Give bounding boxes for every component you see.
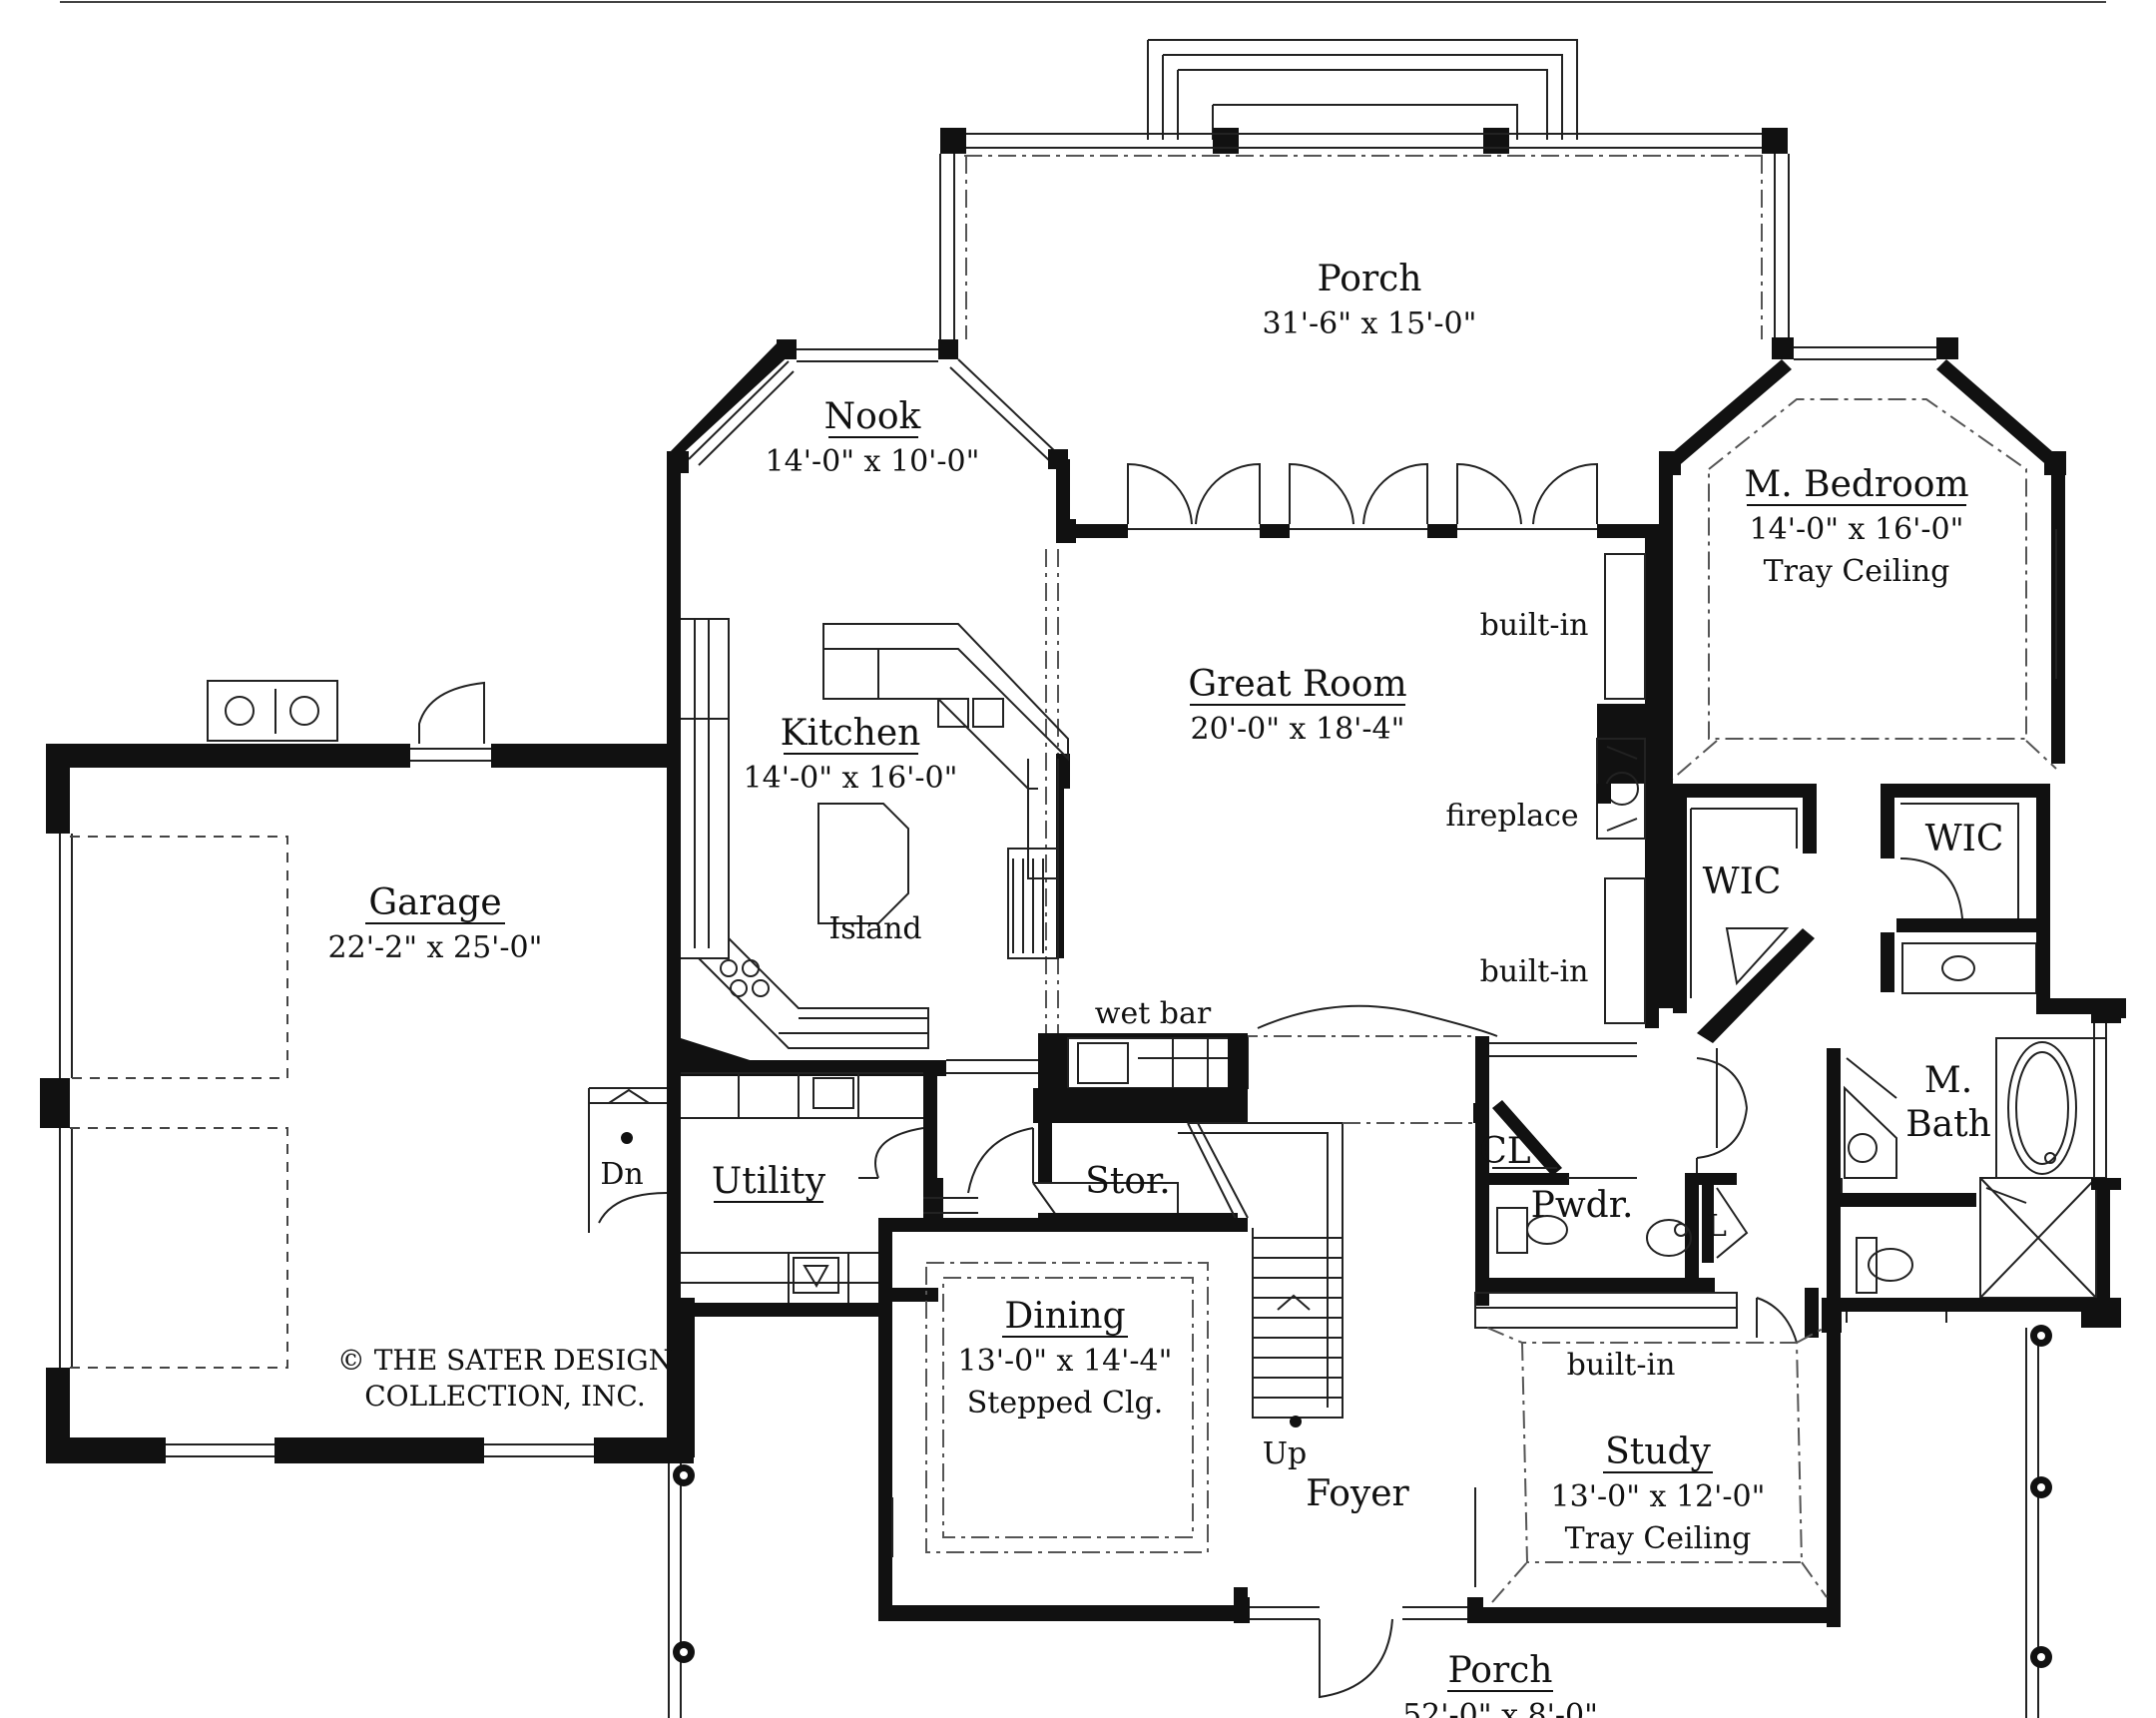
stairs-down-label: Dn <box>600 1157 643 1192</box>
kitchen-counters <box>681 618 1069 1049</box>
rear-porch-dim: 31'-6" x 15'-0" <box>1263 306 1477 341</box>
copyright-line1: © THE SATER DESIGN <box>337 1344 673 1377</box>
garage-walls <box>40 680 695 1463</box>
dining-dim: 13'-0" x 14'-4" <box>958 1344 1173 1379</box>
study-name: Study <box>1605 1432 1711 1472</box>
master-bath-name-line2: Bath <box>1905 1104 1991 1145</box>
built-in-bottom-label: built-in <box>1480 954 1589 989</box>
great-room-name: Great Room <box>1188 664 1406 705</box>
kitchen-name: Kitchen <box>781 713 921 754</box>
master-bedroom-note: Tray Ceiling <box>1764 554 1950 589</box>
copyright-line2: COLLECTION, INC. <box>364 1380 646 1413</box>
master-bath-name-line1: M. <box>1924 1060 1972 1101</box>
linen-name: L <box>1707 1209 1727 1244</box>
kitchen-dim: 14'-0" x 16'-0" <box>744 761 958 796</box>
built-in-top-label: built-in <box>1480 608 1589 643</box>
master-bedroom-name: M. Bedroom <box>1744 464 1968 505</box>
foyer-entry <box>1234 1597 1483 1699</box>
front-porch-name: Porch <box>1448 1650 1553 1691</box>
dining-name: Dining <box>1004 1296 1125 1337</box>
great-room-walls <box>1068 462 1659 1037</box>
study-note: Tray Ceiling <box>1565 1521 1752 1556</box>
utility-name: Utility <box>712 1161 826 1202</box>
wet-bar-label: wet bar <box>1095 996 1212 1031</box>
closet-name: CL <box>1479 1131 1531 1172</box>
hall-powder-walls <box>1473 1036 1749 1306</box>
rear-porch-structure <box>939 39 1790 339</box>
staircase <box>1178 1122 1475 1428</box>
front-porch-structure <box>668 1325 2052 1718</box>
garage-dim: 22'-2" x 25'-0" <box>328 930 543 965</box>
great-room-dim: 20'-0" x 18'-4" <box>1191 712 1405 747</box>
built-in-study-label: built-in <box>1567 1348 1676 1383</box>
foyer-name: Foyer <box>1306 1473 1409 1514</box>
rear-porch-name: Porch <box>1318 259 1422 299</box>
garage-name: Garage <box>368 882 501 923</box>
nook-name: Nook <box>824 396 922 437</box>
wic-right-name: WIC <box>1925 819 2004 859</box>
fireplace-label: fireplace <box>1445 799 1578 834</box>
dining-note: Stepped Clg. <box>967 1386 1164 1421</box>
master-bedroom-dim: 14'-0" x 16'-0" <box>1750 512 1964 547</box>
powder-name: Pwdr. <box>1531 1185 1634 1226</box>
master-bedroom-walls <box>1659 337 2066 1008</box>
storage-name: Stor. <box>1085 1161 1171 1202</box>
wic-left-name: WIC <box>1703 861 1782 902</box>
stairs-up-label: Up <box>1263 1436 1308 1471</box>
bath-exterior-wall <box>2091 1003 2121 1190</box>
wic-left-walls <box>1673 784 1817 1043</box>
front-porch-dim: 52'-0" x 8'-0" <box>1402 1698 1598 1718</box>
study-walls <box>1474 1288 1842 1627</box>
nook-dim: 14'-0" x 10'-0" <box>766 444 980 479</box>
island-label: Island <box>828 911 921 946</box>
study-dim: 13'-0" x 12'-0" <box>1551 1479 1766 1514</box>
wic-right-walls <box>1881 784 2050 933</box>
